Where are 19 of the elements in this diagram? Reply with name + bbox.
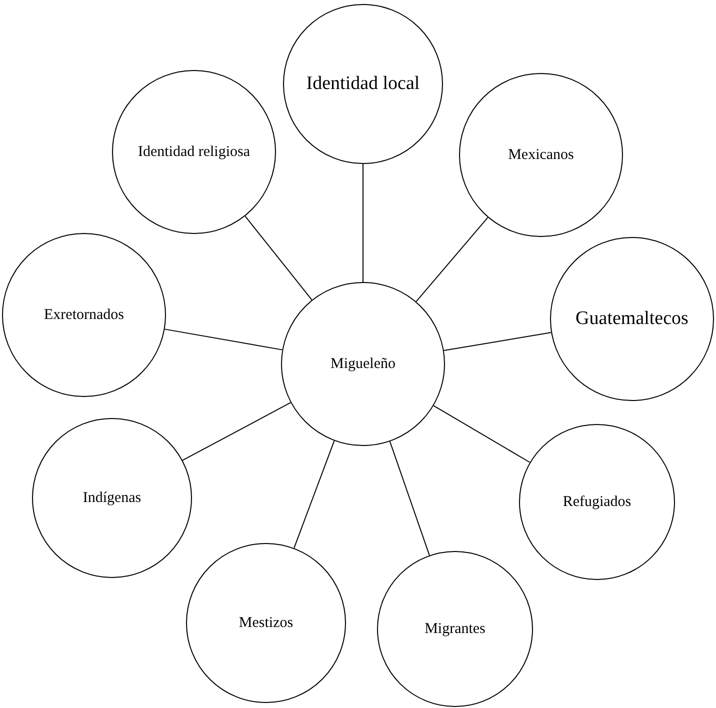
node-label: Migrantes xyxy=(424,620,486,638)
connector-line xyxy=(164,328,283,350)
connector-line xyxy=(362,164,364,282)
node-label: Refugiados xyxy=(562,494,632,510)
connector-line xyxy=(294,440,335,549)
connector-line xyxy=(433,405,530,463)
node-label: Indígenas xyxy=(82,490,142,506)
node-label: Mexicanos xyxy=(507,146,575,164)
connector-line xyxy=(443,332,552,351)
node-label: Identidad religiosa xyxy=(136,144,252,160)
connector-line xyxy=(416,216,488,302)
connector-line xyxy=(244,216,312,300)
node-label: Mestizos xyxy=(238,614,294,632)
connector-line xyxy=(389,440,430,556)
node-label: Migueleño xyxy=(330,356,396,372)
connector-line xyxy=(182,402,292,461)
node-label: Exretornados xyxy=(43,306,125,324)
node-label: Guatemaltecos xyxy=(574,308,690,330)
node-label: Identidad local xyxy=(305,73,421,95)
